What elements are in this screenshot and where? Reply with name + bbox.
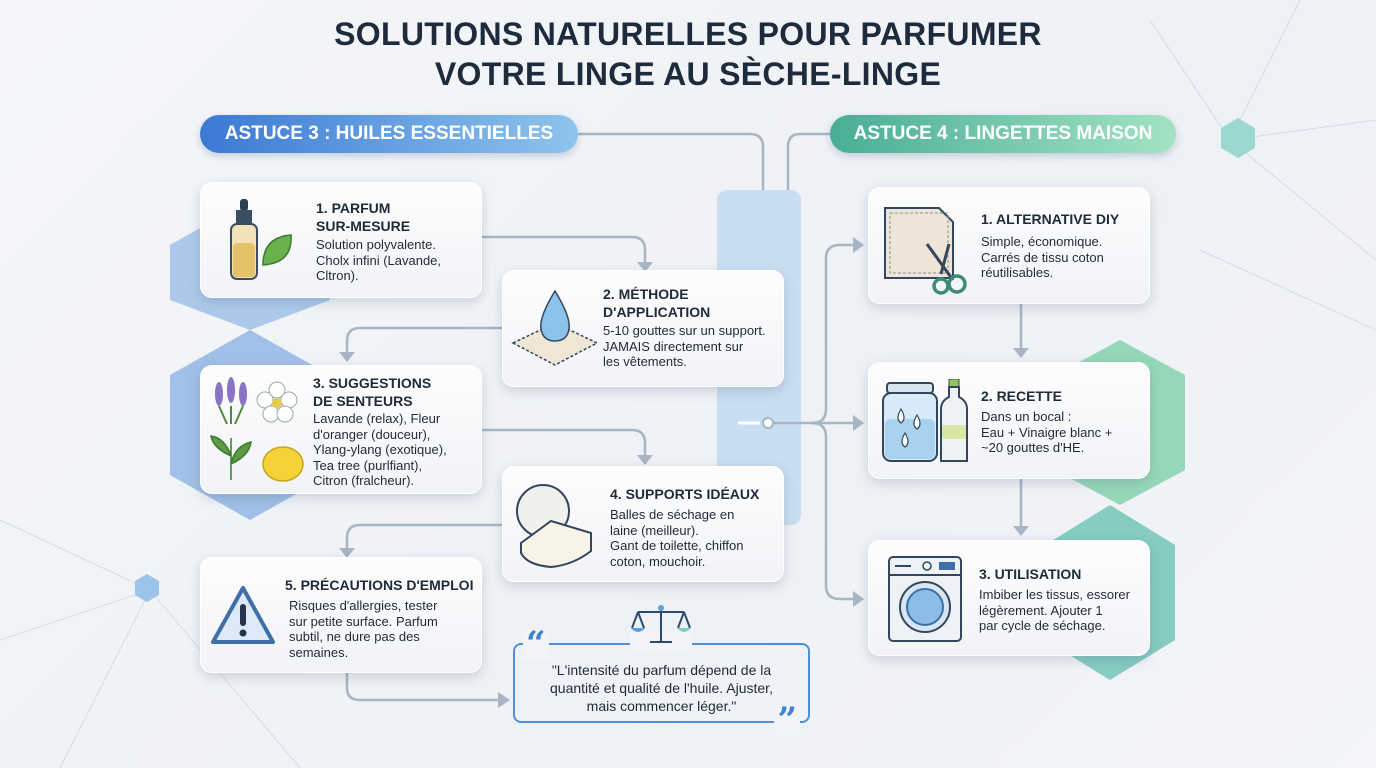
page-title: SOLUTIONS NATURELLES POUR PARFUMER VOTRE… xyxy=(0,14,1376,94)
hexagon-decoration xyxy=(135,574,159,602)
washing-machine-icon xyxy=(888,556,962,642)
fabric-scissors-icon xyxy=(884,207,967,295)
card-title: 2. RECETTE xyxy=(981,388,1062,404)
card-body: Solution polyvalente.Cholx infini (Lavan… xyxy=(316,237,442,283)
jar-vinegar-icon xyxy=(882,379,968,462)
connectors xyxy=(345,132,1023,702)
astuce-4-label: ASTUCE 4 : LINGETTES MAISON xyxy=(830,115,1176,153)
card-title: 3. UTILISATION xyxy=(979,566,1082,582)
title-line-1: SOLUTIONS NATURELLES POUR PARFUMER xyxy=(334,16,1042,52)
card-title: 4. SUPPORTS IDÉAUX xyxy=(610,486,760,502)
card-precautions: 5. PRÉCAUTIONS D'EMPLOI Risques d'allerg… xyxy=(200,557,482,673)
card-body: 5-10 gouttes sur un support.JAMAIS direc… xyxy=(603,323,766,369)
card-alternative-diy: 1. ALTERNATIVE DIY Simple, économique.Ca… xyxy=(868,187,1150,304)
junction-node xyxy=(762,417,774,429)
arrowheads xyxy=(339,237,1029,708)
astuce-3-label: ASTUCE 3 : HUILES ESSENTIELLES xyxy=(200,115,578,153)
warning-icon xyxy=(211,586,275,644)
wool-ball-towel-icon xyxy=(516,484,592,569)
open-quote-icon: “ xyxy=(523,627,549,661)
card-recette: 2. RECETTE Dans un bocal :Eau + Vinaigre… xyxy=(868,362,1150,479)
essential-oil-bottle-icon xyxy=(230,199,292,280)
card-utilisation: 3. UTILISATION Imbiber les tissus, essor… xyxy=(868,540,1150,656)
card-body: Simple, économique.Carrés de tissu coton… xyxy=(981,234,1104,280)
balance-scale-icon xyxy=(630,605,692,650)
drop-on-cloth-icon xyxy=(511,289,599,366)
card-title: 1. ALTERNATIVE DIY xyxy=(981,211,1120,227)
close-quote-icon: ” xyxy=(774,703,800,737)
title-line-2: VOTRE LINGE AU SÈCHE-LINGE xyxy=(434,56,942,92)
plants-icon xyxy=(210,377,304,482)
card-body: Dans un bocal :Eau + Vinaigre blanc +~20… xyxy=(981,409,1113,455)
card-title: 5. PRÉCAUTIONS D'EMPLOI xyxy=(285,577,474,593)
hexagon-decoration xyxy=(1221,118,1255,158)
